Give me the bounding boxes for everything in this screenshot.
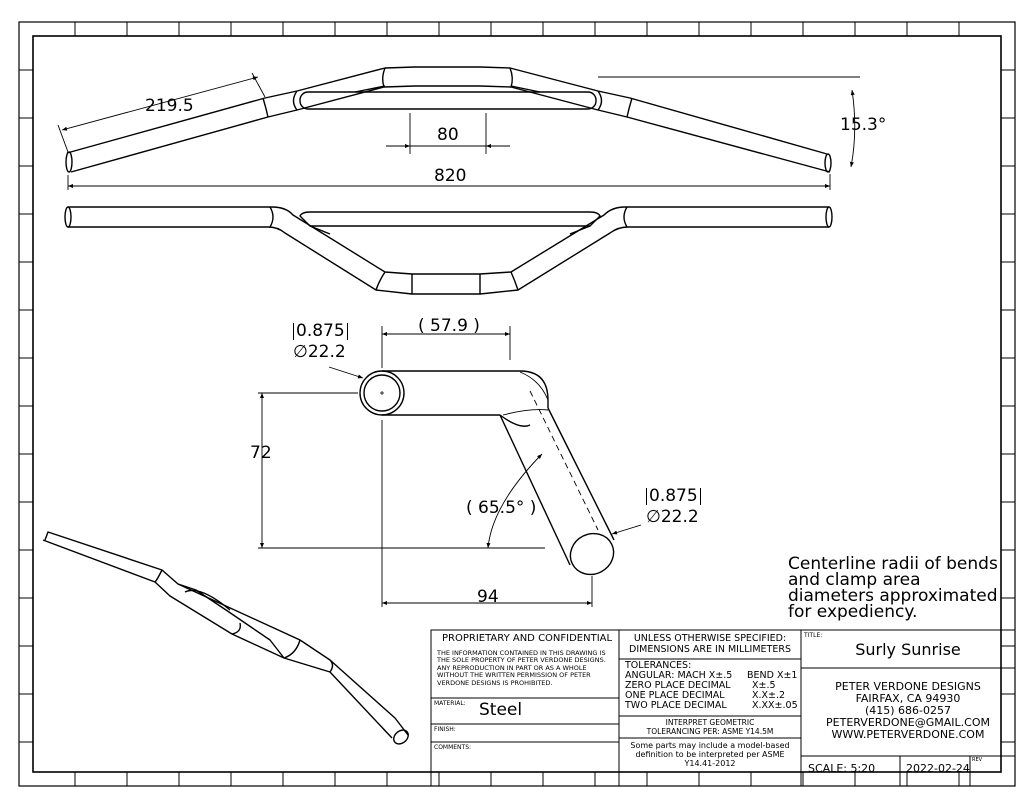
- tol-row-1-label: ZERO PLACE DECIMAL: [625, 680, 731, 691]
- tol-row-3-label: TWO PLACE DECIMAL: [625, 700, 727, 711]
- bar-dia-in-label: 0.875: [293, 323, 348, 340]
- material-value: Steel: [479, 700, 523, 720]
- unless-line1: UNLESS OTHERWISE SPECIFIED:: [633, 633, 787, 644]
- front-view-handlebar: [64, 206, 833, 295]
- zone-ticks: [19, 22, 1015, 786]
- material-label: MATERIAL:: [434, 700, 466, 707]
- dim-arm-length-label: 219.5: [145, 96, 194, 116]
- tol-row-0-value: BEND X±1: [747, 670, 798, 681]
- tol-row-0-label: ANGULAR: MACH X±.5: [625, 670, 733, 681]
- interpret-line1: INTERPRET GEOMETRIC: [665, 718, 755, 727]
- tol-row-2-label: ONE PLACE DECIMAL: [625, 690, 725, 701]
- diameter-icon: ∅: [646, 507, 661, 527]
- tol-row-2-value: X.X±.2: [752, 690, 786, 701]
- company-email: PETERVERDONE@GMAIL.COM: [826, 716, 990, 729]
- company-name: PETER VERDONE DESIGNS: [835, 680, 981, 693]
- side-view-handlebar: [359, 370, 615, 576]
- scale-label: SCALE: 5:20: [808, 762, 876, 775]
- dim-arm-length: [57, 72, 266, 153]
- dim-bend-angle-label: ( 65.5° ): [466, 498, 537, 518]
- dim-clamp-width: [386, 113, 510, 154]
- drawing-title: Surly Sunrise: [855, 640, 961, 659]
- dim-sweep-angle: [598, 76, 860, 168]
- diameter-icon: ∅: [293, 342, 308, 362]
- end-dia-in-label: 0.875: [646, 488, 701, 505]
- proprietary-title: PROPRIETARY AND CONFIDENTIAL: [442, 633, 613, 644]
- finish-label: FINISH:: [434, 726, 456, 733]
- dim-rise-run-label: 94: [477, 587, 499, 607]
- comments-label: COMMENTS:: [434, 744, 472, 751]
- rev-label: REV: [972, 757, 983, 763]
- unless-line2: DIMENSIONS ARE IN MILLIMETERS: [629, 644, 791, 655]
- dim-rise-height-label: 72: [250, 443, 272, 463]
- company-phone: (415) 686-0257: [864, 704, 952, 717]
- dim-clamp-width-label: 80: [437, 125, 459, 145]
- tolerances-label: TOLERANCES:: [625, 660, 692, 671]
- company-city: FAIRFAX, CA 94930: [855, 692, 961, 705]
- dim-overall-width-label: 820: [434, 166, 467, 186]
- drawing-date: 2022-02-24: [906, 762, 970, 775]
- tol-row-1-value: X±.5: [752, 680, 776, 691]
- proprietary-text: THE INFORMATION CONTAINED IN THIS DRAWIN…: [437, 649, 606, 687]
- isometric-view-handlebar: [42, 531, 409, 745]
- dim-rise-offset-label: ( 57.9 ): [418, 316, 480, 336]
- end-dia-mm-label: ∅22.2: [646, 507, 699, 527]
- model-note: Some parts may include a model-based def…: [630, 741, 790, 768]
- drawing-note: Centerline radii of bends and clamp area…: [788, 554, 998, 622]
- bar-dia-mm-label: ∅22.2: [293, 342, 346, 362]
- dim-overall-width: [67, 174, 831, 190]
- title-label: TITLE:: [804, 632, 823, 639]
- tol-row-3-value: X.XX±.05: [752, 700, 798, 711]
- top-view-handlebar: [65, 66, 832, 173]
- dim-sweep-angle-label: 15.3°: [840, 115, 887, 135]
- interpret-line2: TOLERANCING PER: ASME Y14.5M: [646, 727, 774, 736]
- company-website: WWW.PETERVERDONE.COM: [831, 728, 985, 741]
- title-block-frame: [430, 629, 1016, 787]
- side-view-dimensions: [258, 326, 642, 607]
